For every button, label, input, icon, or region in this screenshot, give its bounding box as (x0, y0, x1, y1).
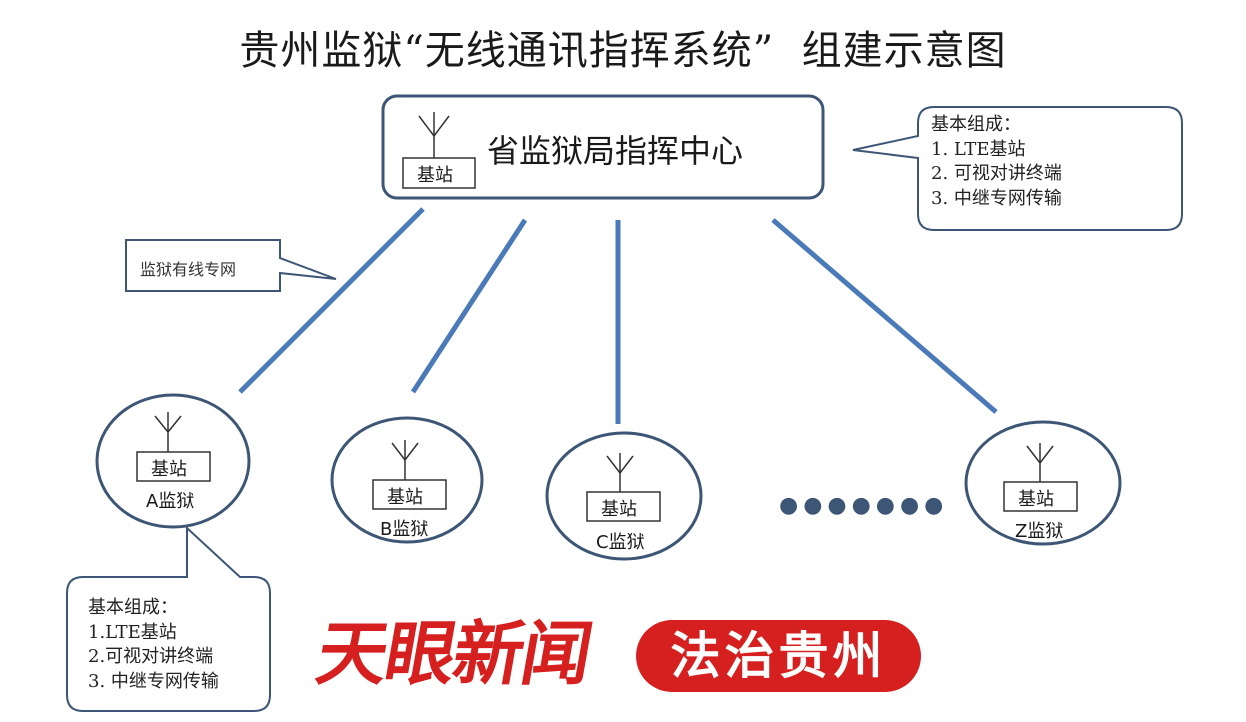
center-note-text: 基本组成： 1. LTE基站 2. 可视对讲终端 3. 中继专网传输 (931, 113, 1062, 211)
prison-b-name: B监狱 (380, 519, 429, 540)
center-node (381, 94, 825, 200)
link-a (238, 207, 425, 394)
prison-note-heading: 基本组成： (88, 597, 178, 618)
prison-a-station-box (136, 451, 211, 482)
link-b (410, 218, 528, 394)
network-label-bubble (125, 239, 337, 292)
footer-logo: 天眼新闻 法治贵州 (311, 612, 928, 700)
prison-b-station-label: 基站 (387, 487, 423, 508)
channel-badge: 法治贵州 (636, 620, 921, 692)
more-prisons-ellipsis: ● ● ● ● ● ● ● (779, 493, 943, 518)
center-note-item: 3. 中继专网传输 (931, 187, 1062, 209)
center-title: 省监狱局指挥中心 (487, 132, 744, 170)
prison-note-item: 3. 中继专网传输 (88, 670, 219, 692)
prison-note-text: 基本组成： 1.LTE基站 2.可视对讲终端 3. 中继专网传输 (88, 596, 219, 694)
prison-note-bubble (66, 525, 271, 712)
network-label: 监狱有线专网 (140, 260, 237, 279)
prison-z-station-box (1003, 481, 1078, 512)
page-title: 贵州监狱“无线通讯指挥系统” 组建示意图 (239, 28, 1007, 74)
center-note-item: 2. 可视对讲终端 (931, 163, 1062, 184)
prison-a-antenna-icon (154, 412, 182, 452)
center-note-heading: 基本组成： (931, 114, 1021, 135)
prison-c-antenna-icon (606, 453, 634, 492)
prison-c-station-label: 基站 (601, 499, 637, 520)
prison-a-name: A监狱 (146, 491, 195, 512)
brand-logo-text: 天眼新闻 (310, 612, 598, 695)
prison-z-antenna-icon (1026, 443, 1054, 482)
prison-note-item: 1.LTE基站 (88, 621, 177, 643)
center-station-box (402, 157, 476, 189)
center-note-item: 1. LTE基站 (931, 138, 1026, 160)
prison-b-antenna-icon (391, 440, 419, 480)
center-antenna-icon (418, 112, 450, 158)
link-z (771, 218, 998, 414)
center-note-bubble (852, 106, 1183, 231)
prison-b-station-box (372, 479, 447, 510)
prison-z-station-label: 基站 (1018, 489, 1054, 510)
prison-z-name: Z监狱 (1015, 521, 1064, 542)
prison-a-station-label: 基站 (151, 459, 187, 480)
center-station-label: 基站 (417, 165, 453, 186)
prison-c-name: C监狱 (596, 532, 645, 553)
prison-note-item: 2.可视对讲终端 (88, 646, 214, 667)
prison-c-station-box (586, 491, 661, 522)
